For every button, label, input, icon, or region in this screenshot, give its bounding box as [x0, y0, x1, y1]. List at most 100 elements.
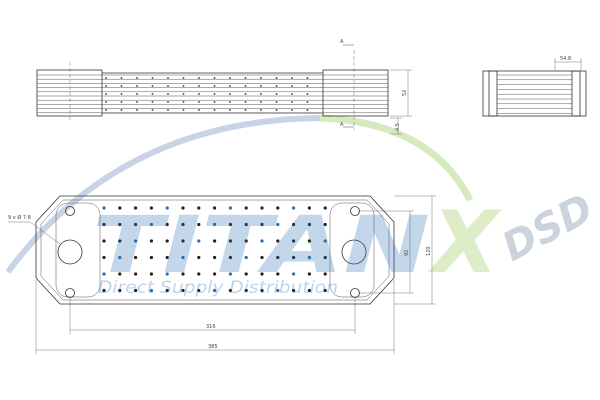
dimple-dot — [149, 272, 153, 276]
dimple-dot — [276, 222, 280, 227]
plate-dot — [120, 77, 123, 79]
plate-dot — [105, 93, 107, 95]
dimple-dot — [197, 239, 201, 243]
dimple-dot — [323, 272, 327, 276]
plate-dot — [306, 77, 309, 79]
plate-dot — [244, 109, 247, 111]
dimple-dot — [213, 206, 217, 210]
dimple-dot — [244, 239, 248, 243]
dimple-dot — [134, 222, 138, 227]
plate-dot — [213, 109, 216, 111]
dimple-dot — [197, 272, 201, 276]
plate-dot — [291, 109, 293, 111]
plate-dot — [151, 101, 154, 103]
dimple-dot — [118, 222, 122, 227]
dimple-dot — [260, 222, 264, 227]
dimple-dot — [118, 288, 122, 293]
plan-view: 9 x Ø 7.8 92 120 316 385 — [8, 195, 436, 354]
plate-dot — [291, 101, 293, 103]
plate-dot — [260, 85, 262, 87]
dimple-dot — [276, 206, 280, 210]
dimple-dot — [276, 255, 280, 260]
dimple-dot — [292, 222, 296, 227]
dimple-dot — [228, 206, 232, 210]
dimple-dot — [307, 206, 311, 210]
plate-dot — [306, 109, 309, 111]
dimple-dot — [213, 239, 217, 243]
dimple-dot — [260, 239, 264, 243]
dimple-dot — [197, 255, 201, 260]
dimple-dot — [181, 272, 185, 276]
plate-dot — [120, 85, 123, 87]
dimple-dot — [323, 239, 327, 243]
dimple-dot — [244, 272, 248, 276]
plate-dot — [105, 77, 107, 79]
plate-dot — [229, 93, 231, 95]
dimple-dot — [149, 222, 153, 227]
watermark-tagline: Direct Supply Distribution — [98, 278, 338, 298]
plate-dot — [260, 77, 262, 79]
dimple-dot — [134, 288, 138, 293]
plate-dot — [275, 101, 278, 103]
dimple-dot — [244, 222, 248, 227]
watermark-brand: TITAN — [92, 201, 430, 291]
plate-dot — [213, 77, 216, 79]
dimple-dot — [213, 272, 217, 276]
plate-dot — [244, 85, 247, 87]
dimple-dot — [197, 206, 201, 210]
plate-dot — [229, 77, 231, 79]
dimple-dot — [260, 288, 264, 293]
dimple-dot — [118, 239, 122, 243]
hole-spacing-label: 316 — [206, 324, 216, 330]
plate-dot — [120, 93, 123, 95]
plate-dot — [306, 101, 309, 103]
dimple-dot — [134, 255, 138, 260]
dimple-dot — [292, 272, 296, 276]
plate-dot — [120, 109, 123, 111]
plate-dot — [151, 77, 154, 79]
plate-dot — [275, 109, 278, 111]
plate-dot — [244, 93, 247, 95]
port-left — [57, 239, 83, 265]
dimple-dot — [197, 288, 201, 293]
dimple-dot — [292, 239, 296, 243]
plate-dot — [306, 85, 309, 87]
dimple-dot — [165, 288, 169, 293]
plate-dot — [198, 77, 200, 79]
plate-dot — [260, 109, 262, 111]
dimple-dot — [118, 272, 122, 276]
plate-dot — [229, 85, 231, 87]
dimple-dot — [292, 288, 296, 293]
dimple-dot — [228, 239, 232, 243]
section-mark-bottom: A — [340, 122, 344, 128]
watermark-arc-blue — [5, 115, 321, 274]
height-inner-label: 92 — [404, 250, 410, 256]
dimple-dot — [228, 272, 232, 276]
plate-dot — [136, 109, 138, 111]
side-height-label: 52 — [402, 90, 408, 96]
dimple-dot — [292, 206, 296, 210]
dimple-dot — [134, 206, 138, 210]
plate-dot — [244, 101, 247, 103]
port-right — [341, 239, 367, 265]
dimple-dot — [102, 206, 106, 210]
dimple-dot — [118, 255, 122, 260]
dimple-dot — [165, 255, 169, 260]
plate-dot — [167, 77, 169, 79]
dimple-dot — [292, 255, 296, 260]
dimple-dot — [181, 206, 185, 210]
plate-dot — [182, 101, 185, 103]
plate-dot — [291, 93, 293, 95]
dimple-dot — [228, 255, 232, 260]
dimple-dot — [260, 272, 264, 276]
dimple-dot — [244, 255, 248, 260]
plate-dot — [229, 101, 231, 103]
dimple-dot — [307, 288, 311, 293]
hole-spec-label: 9 x Ø 7.8 — [8, 214, 31, 221]
plate-dot — [167, 93, 169, 95]
plate-dot — [120, 101, 123, 103]
plate-dot — [151, 93, 154, 95]
height-outer-label: 120 — [426, 246, 432, 256]
dimple-dot — [102, 272, 106, 276]
plate-dot — [275, 85, 278, 87]
